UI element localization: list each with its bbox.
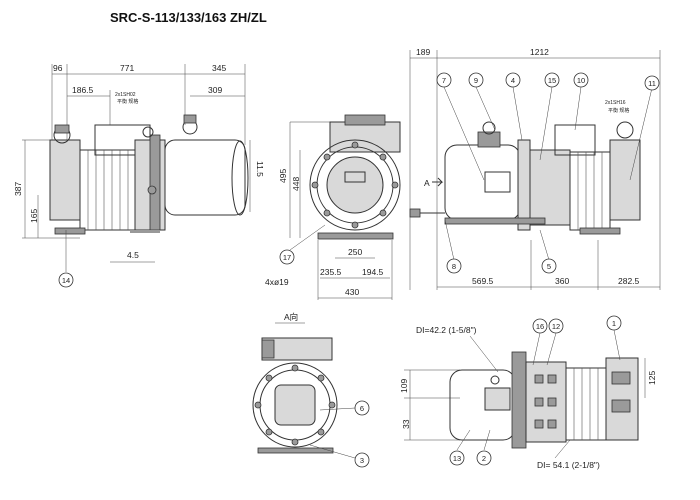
dim-96: 96 — [53, 63, 63, 73]
dim-309: 309 — [208, 85, 222, 95]
dim-186: 186.5 — [72, 85, 94, 95]
dim-387: 387 — [13, 182, 23, 196]
callout-16 — [532, 318, 548, 334]
svg-text:16: 16 — [536, 322, 544, 331]
svg-text:5: 5 — [547, 262, 551, 271]
dim-1212: 1212 — [530, 47, 549, 57]
svg-text:11: 11 — [648, 79, 656, 88]
dim-2355: 235.5 — [320, 267, 342, 277]
dim-1945: 194.5 — [362, 267, 384, 277]
dim-33: 33 — [401, 419, 411, 429]
dim-360: 360 — [555, 276, 569, 286]
dim-125: 125 — [647, 371, 657, 385]
note-2: 2x1SH16 — [605, 100, 626, 106]
dim-45: 4.5 — [127, 250, 139, 260]
dim-771: 771 — [120, 63, 134, 73]
callout-6 — [354, 400, 370, 416]
side-view-right: 189 1212 A 2x1SH16 平衡 规格 — [409, 47, 661, 290]
dim-di1: DI=42.2 (1-5/8") — [416, 325, 477, 335]
svg-text:14: 14 — [62, 276, 70, 285]
dim-holes: 4xø19 — [265, 277, 289, 287]
svg-text:9: 9 — [474, 76, 478, 85]
front-view: 495 448 250 235.5 194.5 430 4xø19 17 — [265, 114, 401, 300]
drawing-title: SRC-S-113/133/163 ZH/ZL — [110, 10, 267, 25]
callout-12 — [548, 318, 564, 334]
dim-448: 448 — [291, 177, 301, 191]
callout-17 — [279, 249, 295, 265]
dim-430: 430 — [345, 287, 359, 297]
dim-165: 165 — [29, 209, 39, 223]
dim-5695: 569.5 — [472, 276, 494, 286]
callout-4 — [505, 72, 521, 88]
dim-109: 109 — [399, 379, 409, 393]
svg-text:8: 8 — [452, 262, 456, 271]
svg-text:12: 12 — [552, 322, 560, 331]
dim-495: 495 — [278, 169, 288, 183]
note-1: 2x1SH02 — [115, 92, 136, 98]
dim-di2: DI= 54.1 (2-1/8") — [537, 460, 600, 470]
section-a-label: A向 — [284, 312, 298, 322]
note-2b: 平衡 规格 — [608, 107, 629, 114]
svg-text:17: 17 — [283, 253, 291, 262]
dim-345: 345 — [212, 63, 226, 73]
callout-3 — [354, 452, 370, 468]
callout-14 — [58, 272, 74, 288]
callout-10 — [573, 72, 589, 88]
svg-text:15: 15 — [548, 76, 556, 85]
callout-2 — [476, 450, 492, 466]
svg-text:1: 1 — [612, 319, 616, 328]
callout-5 — [541, 258, 557, 274]
svg-text:7: 7 — [442, 76, 446, 85]
callout-8 — [446, 258, 462, 274]
svg-text:4: 4 — [511, 76, 515, 85]
callout-1 — [606, 315, 622, 331]
callout-9 — [468, 72, 484, 88]
svg-text:6: 6 — [360, 404, 364, 413]
svg-text:2: 2 — [482, 454, 486, 463]
section-a-view: A向 6 3 — [252, 312, 370, 468]
dim-2825: 282.5 — [618, 276, 640, 286]
arrow-a-label: A — [424, 178, 430, 188]
dim-189: 189 — [416, 47, 430, 57]
callout-11 — [644, 75, 660, 91]
svg-text:13: 13 — [453, 454, 461, 463]
svg-text:10: 10 — [577, 76, 585, 85]
callout-13 — [449, 450, 465, 466]
dim-250: 250 — [348, 247, 362, 257]
callout-15 — [544, 72, 560, 88]
svg-text:3: 3 — [360, 456, 364, 465]
note-1b: 平衡 规格 — [117, 98, 138, 105]
top-view: DI=42.2 (1-5/8") DI= 54.1 (2-1/8") 109 3… — [399, 315, 657, 470]
dim-115: 11.5 — [255, 161, 265, 177]
side-view-left: 96 771 345 186.5 309 2x1SH02 平衡 规格 387 1… — [13, 63, 265, 288]
callout-7 — [436, 72, 452, 88]
